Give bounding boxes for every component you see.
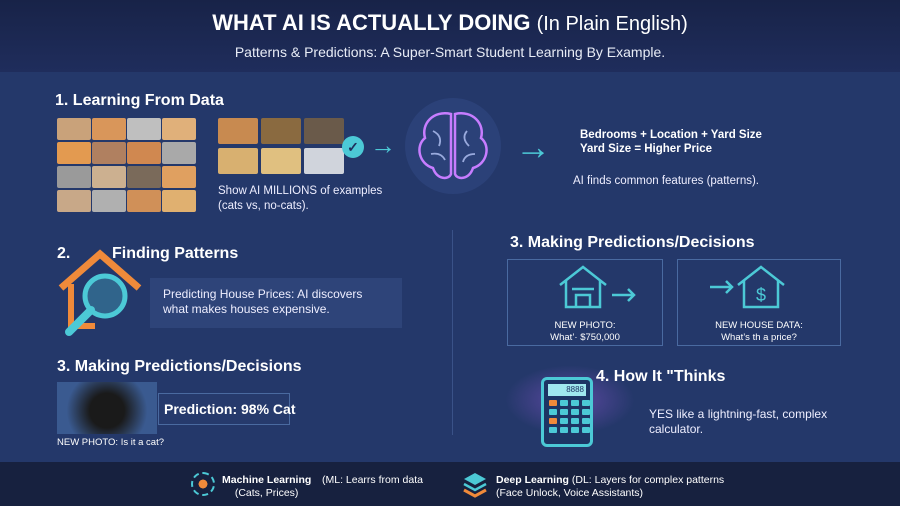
- calculator-key: [549, 418, 557, 424]
- calculator-key: [571, 400, 579, 406]
- dog-photo: [218, 148, 258, 174]
- cat-photo: [162, 166, 196, 188]
- calculator-icon: 8888 (function(){const g=document.curren…: [541, 377, 593, 447]
- photo-caption: NEW PHOTO: Is it a cat?: [57, 437, 164, 448]
- section3-left-heading: 3. Making Predictions/Decisions: [57, 358, 302, 375]
- section2-heading: Finding Patterns: [112, 245, 239, 262]
- dog-photo: [261, 118, 301, 144]
- cat-photo: [57, 190, 91, 212]
- cat-photo: [92, 166, 126, 188]
- calculator-key: [560, 418, 568, 424]
- card-label: NEW HOUSE DATA:: [715, 320, 803, 331]
- brain-gear-icon: [191, 472, 215, 496]
- dl-label: Deep Learning (DL: Layers for complex pa…: [496, 474, 724, 500]
- ml-subtitle: (Cats, Prices): [234, 487, 299, 499]
- calculator-key: [549, 400, 557, 406]
- cat-photo: [92, 190, 126, 212]
- cat-photo: [127, 142, 161, 164]
- card-value: What’· $750,000: [550, 332, 620, 343]
- features-line: Bedrooms + Location + Yard Size: [580, 129, 762, 141]
- cat-photo: [162, 190, 196, 212]
- page-subtitle: Patterns & Predictions: A Super-Smart St…: [234, 44, 666, 60]
- divider: [452, 230, 453, 435]
- cat-photo: [57, 142, 91, 164]
- dl-subtitle: (Face Unlock, Voice Assistants): [496, 487, 644, 499]
- dl-title: Deep Learning: [496, 474, 569, 486]
- features-text: Bedrooms + Location + Yard Size Yard Siz…: [580, 128, 762, 156]
- calculator-display: 8888: [548, 384, 586, 396]
- brain-icon: [405, 98, 501, 194]
- card-label: NEW PHOTO:: [554, 320, 616, 331]
- dog-photo: [304, 118, 344, 144]
- section4-heading: 4. How It "Thinks: [596, 368, 726, 385]
- arrow-right-icon: →: [515, 126, 551, 167]
- non-cat-image-grid: [218, 118, 344, 178]
- prediction-text: Prediction: 98% Cat: [164, 401, 296, 417]
- dog-photo: [261, 148, 301, 174]
- calculator-key: [549, 427, 557, 433]
- calculator-key: [571, 409, 579, 415]
- section1-heading: 1. Learning From Data: [55, 92, 224, 109]
- dog-photo: [218, 118, 258, 144]
- black-cat-photo: [57, 382, 157, 434]
- new-photo-card-text: NEW PHOTO: What’· $750,000: [507, 320, 663, 344]
- cat-photo: [127, 118, 161, 140]
- calculator-key: [582, 409, 590, 415]
- section2-text-panel: [150, 278, 402, 328]
- calculator-key: [549, 409, 557, 415]
- cat-photo: [92, 118, 126, 140]
- header: [0, 0, 900, 72]
- features-line: Yard Size = Higher Price: [580, 143, 712, 155]
- calculator-key: [560, 409, 568, 415]
- cat-image-grid: (function(){const c=['#c9a27a','#d9965a'…: [57, 118, 197, 214]
- calculator-key: [582, 400, 590, 406]
- new-photo-card: [507, 259, 663, 346]
- checkmark-icon: ✓: [342, 136, 364, 158]
- ml-label: Machine Learning (Cats, Prices): [222, 474, 311, 500]
- house-magnifier-icon: [58, 249, 142, 336]
- calculator-key: [571, 418, 579, 424]
- ml-description: (ML: Learrs from data: [322, 474, 423, 486]
- section1-caption: Show AI MILLIONS of examples (cats vs, n…: [218, 185, 383, 212]
- section4-text: YES like a lightning-fast, complex calcu…: [649, 407, 828, 436]
- section2-number: 2.: [57, 245, 71, 262]
- layers-icon: [463, 473, 487, 498]
- prediction-box: [158, 393, 290, 425]
- calculator-key: [582, 418, 590, 424]
- card-value: What’s th a price?: [721, 332, 797, 343]
- footer: [0, 462, 900, 506]
- finding-text: AI finds common features (patterns).: [573, 175, 759, 187]
- calculator-key: [571, 427, 579, 433]
- arrow-right-icon: →: [370, 130, 396, 160]
- page-title: WHAT AI IS ACTUALLY DOING (In Plain Engl…: [212, 10, 688, 35]
- calculator-key: [560, 400, 568, 406]
- dl-description: (DL: Layers for complex patterns: [571, 474, 725, 486]
- cat-photo: [92, 142, 126, 164]
- new-house-data-card: [677, 259, 841, 346]
- calculator-key: [582, 427, 590, 433]
- cat-photo: [127, 166, 161, 188]
- cat-photo: [162, 142, 196, 164]
- car-photo: [304, 148, 344, 174]
- cat-photo: [57, 118, 91, 140]
- section3-right-heading: 3. Making Predictions/Decisions: [510, 234, 755, 251]
- section2-text: Predicting House Prices: AI discovers wh…: [163, 287, 363, 316]
- cat-photo: [57, 166, 91, 188]
- svg-text:$: $: [756, 285, 766, 305]
- new-house-card-text: NEW HOUSE DATA: What’s th a price?: [677, 320, 841, 344]
- cat-photo: [162, 118, 196, 140]
- house-dollar-icon: $: [710, 265, 785, 309]
- ml-title: Machine Learning: [222, 474, 312, 486]
- cat-photo: [127, 190, 161, 212]
- house-garage-icon: [559, 265, 636, 309]
- calculator-key: [560, 427, 568, 433]
